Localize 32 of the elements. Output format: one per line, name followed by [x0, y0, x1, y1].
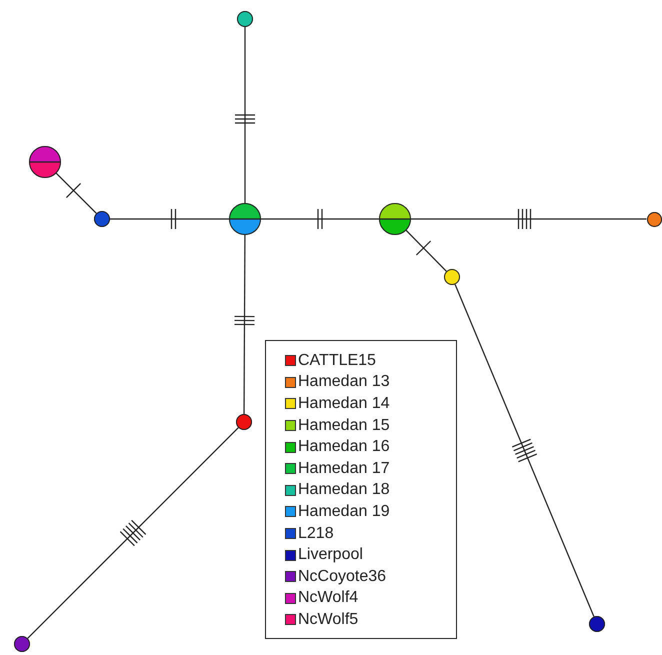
- legend-label: Hamedan 15: [298, 416, 390, 435]
- network-branch: [110, 218, 229, 220]
- network-branch: [411, 218, 646, 220]
- legend-label: Liverpool: [298, 546, 363, 564]
- legend-label: Hamedan 14: [298, 394, 390, 413]
- haplotype-circle: [236, 414, 252, 430]
- legend-label: Hamedan 18: [298, 481, 390, 500]
- legend-label: NcWolf5: [298, 610, 358, 629]
- legend-label: Hamedan 16: [298, 438, 390, 456]
- network-branch: [244, 27, 246, 203]
- haplotype-circle: [646, 212, 662, 226]
- haplotype-circle: [229, 203, 261, 235]
- legend-label: L218: [298, 524, 334, 543]
- network-branch: [406, 230, 447, 272]
- haplotype-circle: [29, 146, 61, 178]
- haplotype-circle: [237, 11, 253, 27]
- network-branch: [243, 235, 246, 414]
- legend-label: Hamedan 17: [298, 460, 390, 478]
- haplotype-circle: [589, 616, 605, 632]
- legend-label: NcCoyote36: [298, 568, 386, 586]
- network-branch: [261, 218, 379, 220]
- haplotype-circle: [379, 203, 411, 235]
- network-branch: [454, 284, 594, 617]
- legend-label: CATTLE15: [298, 352, 376, 370]
- haplotype-circle: [444, 269, 460, 285]
- legend-label: NcWolf4: [298, 589, 358, 608]
- legend-label: Hamedan 13: [298, 373, 390, 392]
- network-branch: [56, 172, 97, 214]
- legend-label: Hamedan 19: [298, 502, 390, 521]
- haplotype-circle: [94, 211, 110, 227]
- network-branch: [27, 427, 239, 639]
- haplotype-circle: [14, 636, 30, 652]
